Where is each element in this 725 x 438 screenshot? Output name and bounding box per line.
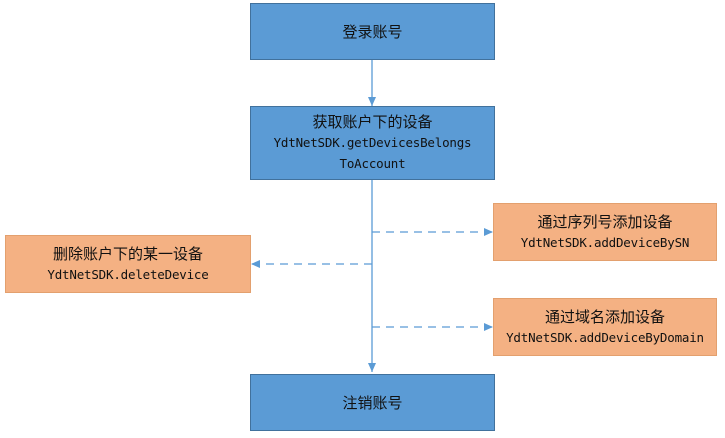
login-node: 登录账号 [250, 3, 495, 60]
add-by-domain-node-code: YdtNetSDK.addDeviceByDomain [506, 329, 704, 345]
delete-device-node: 删除账户下的某一设备 YdtNetSDK.deleteDevice [5, 235, 251, 293]
add-by-sn-node-code: YdtNetSDK.addDeviceBySN [520, 234, 690, 250]
get-devices-node-code-line1: YdtNetSDK.getDevicesBelongs [273, 135, 472, 150]
add-by-sn-node-title: 通过序列号添加设备 [537, 212, 673, 231]
add-by-sn-node: 通过序列号添加设备 YdtNetSDK.addDeviceBySN [493, 203, 717, 261]
get-devices-node-code-line2: ToAccount [339, 156, 406, 171]
login-node-title: 登录账号 [342, 22, 403, 41]
add-by-domain-node-title: 通过域名添加设备 [544, 307, 665, 326]
get-devices-node-title: 获取账户下的设备 [312, 113, 433, 131]
logout-node-title: 注销账号 [342, 393, 403, 412]
logout-node: 注销账号 [250, 374, 495, 431]
get-devices-node: 获取账户下的设备 YdtNetSDK.getDevicesBelongs ToA… [250, 106, 495, 180]
add-by-domain-node: 通过域名添加设备 YdtNetSDK.addDeviceByDomain [493, 298, 717, 356]
delete-device-node-code: YdtNetSDK.deleteDevice [47, 266, 209, 282]
delete-device-node-title: 删除账户下的某一设备 [52, 244, 203, 263]
